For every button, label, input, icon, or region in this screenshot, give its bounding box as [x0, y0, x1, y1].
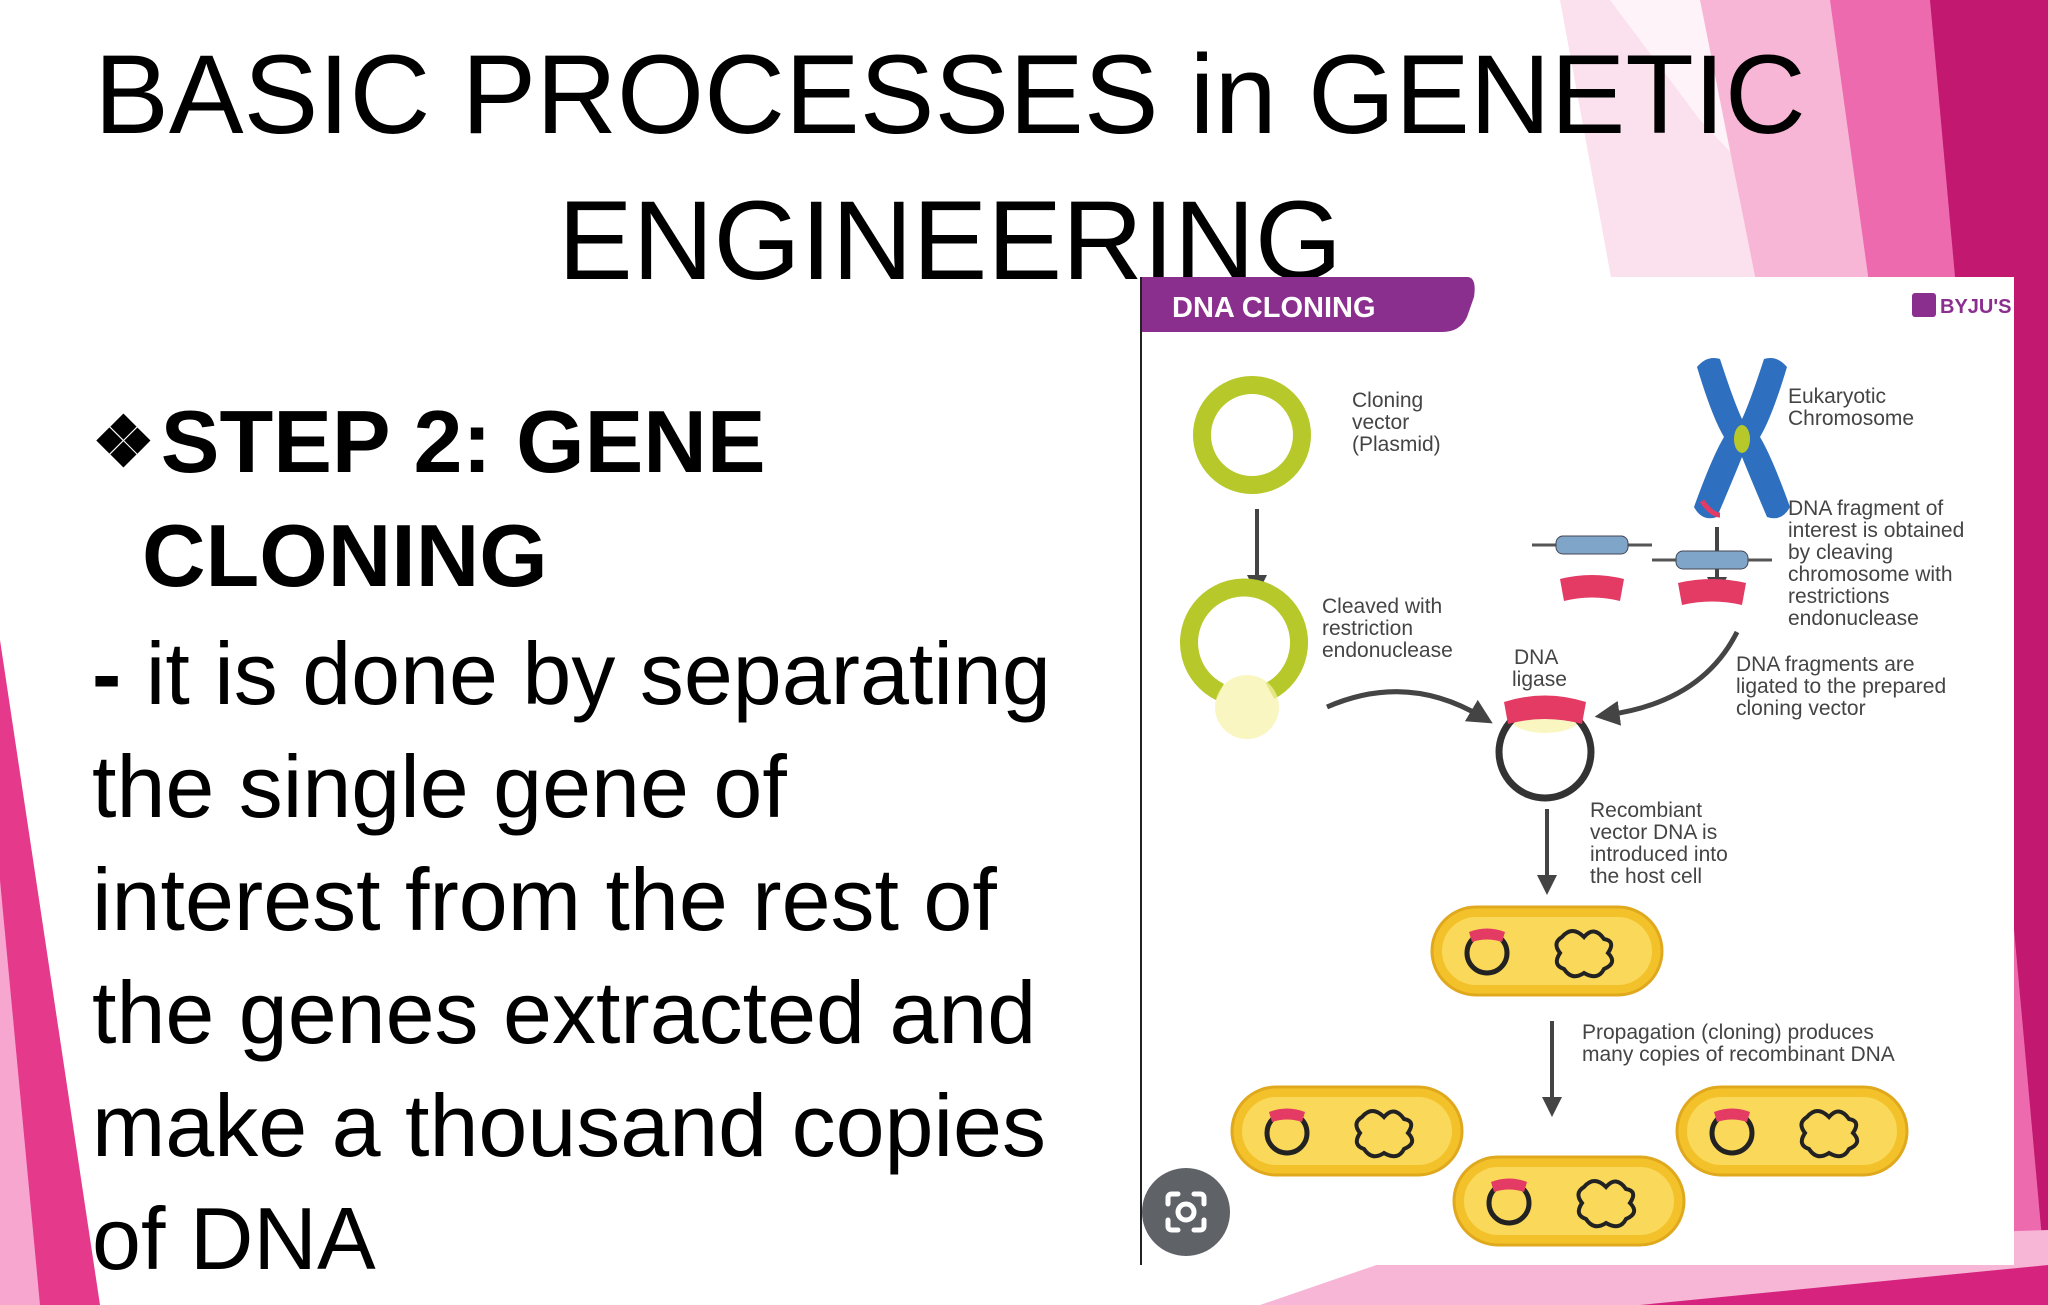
banner-background — [1142, 277, 1475, 332]
dna-cloning-figure[interactable]: DNA CLONING BYJU'S Cloning vector (Plasm… — [1140, 277, 2014, 1265]
description-line-2: the single gene of — [92, 737, 787, 836]
lens-search-icon — [1165, 1191, 1207, 1233]
recombinant-vector-icon — [1495, 695, 1595, 802]
chromosome-icon — [1694, 358, 1790, 519]
description-line-4: the genes extracted and — [92, 963, 1037, 1062]
description-line-6: of DNA — [92, 1189, 376, 1288]
host-cell-copy-bottom — [1452, 1155, 1686, 1247]
title-line-1: BASIC PROCESSES in GENETIC — [94, 32, 1806, 157]
label-ligated: DNA fragments are ligated to the prepare… — [1736, 653, 1952, 720]
host-cell-copy-left — [1230, 1085, 1464, 1177]
diamond-bullet-icon: ❖ — [92, 403, 155, 481]
label-recombinant: Recombiant vector DNA is introduced into… — [1590, 799, 1734, 888]
slide-title: BASIC PROCESSES in GENETIC ENGINEERING — [40, 22, 1860, 314]
label-dna-fragment: DNA fragment of interest is obtained by … — [1788, 497, 1970, 630]
description-text-1: it is done by separating — [145, 624, 1051, 723]
step-heading-line-2: CLONING — [142, 506, 548, 605]
label-cleaved: Cleaved with restriction endonuclease — [1322, 595, 1453, 662]
brand-name: BYJU'S — [1940, 296, 2011, 318]
description-line-5: make a thousand copies — [92, 1076, 1046, 1175]
banner-title: DNA CLONING — [1172, 292, 1376, 324]
step-heading: ❖STEP 2: GENE CLONING — [92, 385, 1122, 613]
label-dna-ligase: DNA ligase — [1512, 646, 1567, 691]
description-line-3: interest from the rest of — [92, 850, 997, 949]
label-eukaryotic-chromosome: Eukaryotic Chromosome — [1788, 385, 1914, 430]
brand-logo-icon — [1912, 293, 1936, 317]
bullet-block: ❖STEP 2: GENE CLONING - it is done by se… — [92, 385, 1122, 1295]
cleaved-plasmid-icon — [1180, 578, 1308, 739]
arrow-to-ligase-left — [1325, 689, 1493, 724]
label-cloning-vector: Cloning vector (Plasmid) — [1352, 389, 1441, 456]
dna-fragment-right — [1652, 550, 1772, 605]
description-line-1: - it is done by separating — [92, 617, 1122, 730]
step-description: - it is done by separating the single ge… — [92, 617, 1122, 1295]
label-propagation: Propagation (cloning) produces many copi… — [1582, 1021, 1895, 1066]
dna-cloning-diagram: DNA CLONING BYJU'S Cloning vector (Plasm… — [1142, 277, 2011, 1247]
arrow-to-ligase-right — [1594, 630, 1740, 726]
dna-fragment-left — [1532, 535, 1652, 601]
lens-search-button[interactable] — [1142, 1168, 1230, 1256]
step-heading-line-1: STEP 2: GENE — [160, 392, 766, 491]
plasmid-icon — [1193, 376, 1311, 494]
host-cell-copy-right — [1675, 1085, 1909, 1177]
description-dash: - — [92, 624, 122, 723]
host-cell-icon — [1430, 905, 1664, 997]
